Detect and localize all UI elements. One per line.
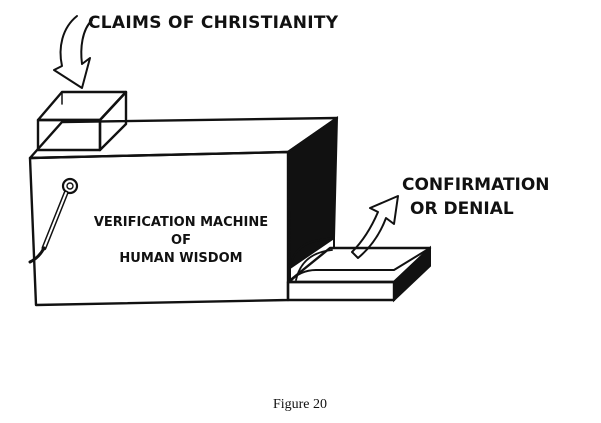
crank-handle: [28, 177, 79, 264]
output-tray: [286, 237, 432, 303]
machine-label-line3: HUMAN WISDOM: [119, 251, 242, 266]
input-arrow: [53, 15, 93, 89]
figure-caption: Figure 20: [273, 397, 327, 412]
machine-body: [28, 116, 339, 307]
output-label-line1: CONFIRMATION: [402, 175, 550, 195]
output-arrow: [351, 195, 399, 259]
hopper: [36, 90, 128, 152]
machine-label-line2: OF: [171, 233, 191, 248]
output-label-line2: OR DENIAL: [410, 199, 514, 219]
input-label: CLAIMS OF CHRISTIANITY: [88, 13, 339, 33]
machine-label-line1: VERIFICATION MACHINE: [94, 215, 268, 230]
